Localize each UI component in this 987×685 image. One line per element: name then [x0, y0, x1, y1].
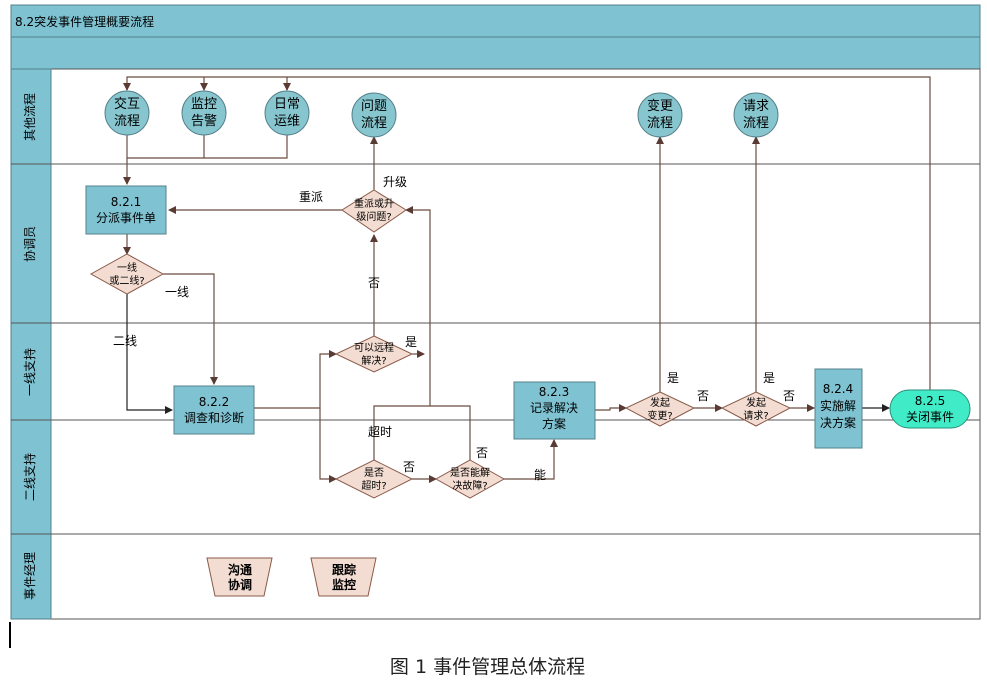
investigate-id: 8.2.2 — [199, 395, 230, 409]
process-box-implement[interactable] — [814, 368, 863, 449]
request-q-label-1: 发起 — [746, 396, 766, 409]
request-label-2: 流程 — [743, 116, 769, 131]
solve-q-label-1: 是否能解 — [450, 466, 490, 479]
edge-label-reassign: 重派 — [299, 190, 323, 204]
decision-reassign-or-escalate[interactable] — [341, 189, 407, 233]
decision-raise-change[interactable] — [624, 391, 696, 427]
edge-label-change-no: 否 — [697, 389, 709, 403]
connector-solve-no — [430, 405, 471, 462]
monitor-label-1: 监控 — [191, 97, 217, 112]
request-label-1: 请求 — [743, 99, 769, 114]
connector-close-to-top — [123, 76, 931, 392]
text-cursor — [9, 622, 11, 648]
lane-label-column — [10, 68, 52, 620]
process-box-dispatch[interactable] — [85, 185, 167, 235]
change-label-2: 流程 — [647, 116, 673, 131]
connector-investigate-to-timeout-q — [319, 408, 337, 483]
request-q-label-2: 请求? — [743, 409, 768, 422]
communicate-label-1: 沟通 — [228, 562, 252, 577]
track-label-2: 监控 — [332, 577, 356, 592]
figure-caption: 图 1 事件管理总体流程 — [389, 656, 586, 678]
title-bar — [10, 4, 981, 38]
edge-label-solve-yes: 能 — [534, 468, 546, 482]
activity-track[interactable] — [310, 557, 377, 597]
interaction-label-1: 交互 — [114, 96, 140, 112]
line-q-label-2: 或二线? — [109, 274, 144, 287]
timeout-q-label-1: 是否 — [364, 467, 384, 479]
process-circle-problem[interactable] — [351, 92, 397, 138]
change-q-label-1: 发起 — [650, 396, 670, 409]
process-box-record[interactable] — [513, 381, 596, 440]
investigate-label: 调查和诊断 — [184, 410, 244, 425]
change-q-label-2: 变更? — [647, 409, 672, 422]
timeout-q-label-2: 超时? — [361, 479, 386, 492]
decision-raise-request[interactable] — [720, 391, 792, 427]
decision-timeout[interactable] — [334, 459, 414, 499]
connector-second-line — [126, 294, 173, 414]
reassign-q-label-2: 级问题? — [356, 210, 391, 223]
edge-label-solve-no: 否 — [476, 446, 488, 460]
process-circle-interaction[interactable] — [104, 90, 150, 136]
implement-label-2: 决方案 — [820, 415, 856, 430]
lane-label-coordinator: 协调员 — [22, 226, 37, 262]
activity-communicate[interactable] — [206, 557, 273, 597]
edge-label-second-line: 二线 — [113, 334, 137, 348]
edge-label-timeout: 超时 — [368, 424, 392, 439]
edge-label-escalate: 升级 — [383, 175, 407, 189]
edge-label-request-no: 否 — [783, 389, 795, 403]
interaction-label-2: 流程 — [114, 114, 140, 129]
implement-label-1: 实施解 — [820, 398, 856, 413]
decision-can-solve[interactable] — [434, 459, 506, 499]
communicate-label-2: 协调 — [228, 577, 252, 592]
diagram-title: 8.2突发事件管理概要流程 — [15, 14, 154, 29]
lane-label-incident-manager: 事件经理 — [23, 552, 37, 600]
lane-label-first-line: 一线支持 — [22, 348, 37, 396]
edge-label-request-yes: 是 — [763, 371, 775, 385]
edge-label-remote-no: 否 — [368, 276, 380, 290]
track-label-1: 跟踪 — [332, 562, 356, 577]
process-circle-monitor[interactable] — [181, 90, 227, 136]
edge-label-change-yes: 是 — [667, 371, 679, 385]
daily-ops-label-1: 日常 — [274, 97, 300, 112]
connector-investigate-to-remote-q — [254, 350, 337, 409]
line-q-label-1: 一线 — [117, 261, 137, 274]
edge-label-remote-yes: 是 — [405, 335, 417, 349]
problem-label-1: 问题 — [361, 99, 387, 114]
dispatch-id: 8.2.1 — [111, 195, 142, 209]
connector-daily-ops-to-dispatch — [204, 134, 288, 159]
terminator-close-event[interactable] — [889, 389, 971, 429]
reassign-q-label-1: 重派或升 — [354, 197, 394, 210]
dispatch-label: 分派事件单 — [96, 211, 156, 225]
connector-first-line — [163, 273, 218, 385]
connector-solve-yes — [502, 439, 558, 480]
record-label-2: 方案 — [542, 416, 566, 431]
daily-ops-label-2: 运维 — [274, 114, 300, 129]
swimlane-frame — [10, 68, 981, 620]
decision-first-or-second-line[interactable] — [89, 253, 165, 295]
process-circle-request[interactable] — [733, 92, 779, 138]
connector-record-to-change-q — [595, 404, 627, 412]
solve-q-label-2: 决故障? — [452, 479, 487, 492]
record-label-1: 记录解决 — [530, 401, 578, 415]
flowchart: 8.2突发事件管理概要流程 其他流程 协调员 一线支持 二线支持 事件经理 — [10, 4, 981, 620]
change-label-1: 变更 — [647, 98, 673, 114]
record-id: 8.2.3 — [539, 385, 570, 399]
remote-q-label-2: 解决? — [361, 354, 386, 367]
implement-id: 8.2.4 — [823, 382, 854, 396]
lane-label-other: 其他流程 — [22, 93, 37, 141]
process-circle-change[interactable] — [637, 92, 683, 138]
process-box-investigate[interactable] — [173, 385, 255, 435]
edge-label-timeout-no: 否 — [403, 460, 415, 474]
lane-label-second-line: 二线支持 — [22, 453, 37, 501]
edge-label-first-line: 一线 — [165, 285, 189, 299]
header-band — [10, 36, 981, 70]
monitor-label-2: 告警 — [191, 113, 217, 129]
remote-q-label-1: 可以远程 — [354, 342, 394, 354]
close-id: 8.2.5 — [915, 394, 946, 408]
process-circle-daily-ops[interactable] — [264, 90, 310, 136]
close-label: 关闭事件 — [906, 410, 954, 424]
problem-label-2: 流程 — [361, 116, 387, 131]
decision-remote-solvable[interactable] — [334, 335, 414, 373]
